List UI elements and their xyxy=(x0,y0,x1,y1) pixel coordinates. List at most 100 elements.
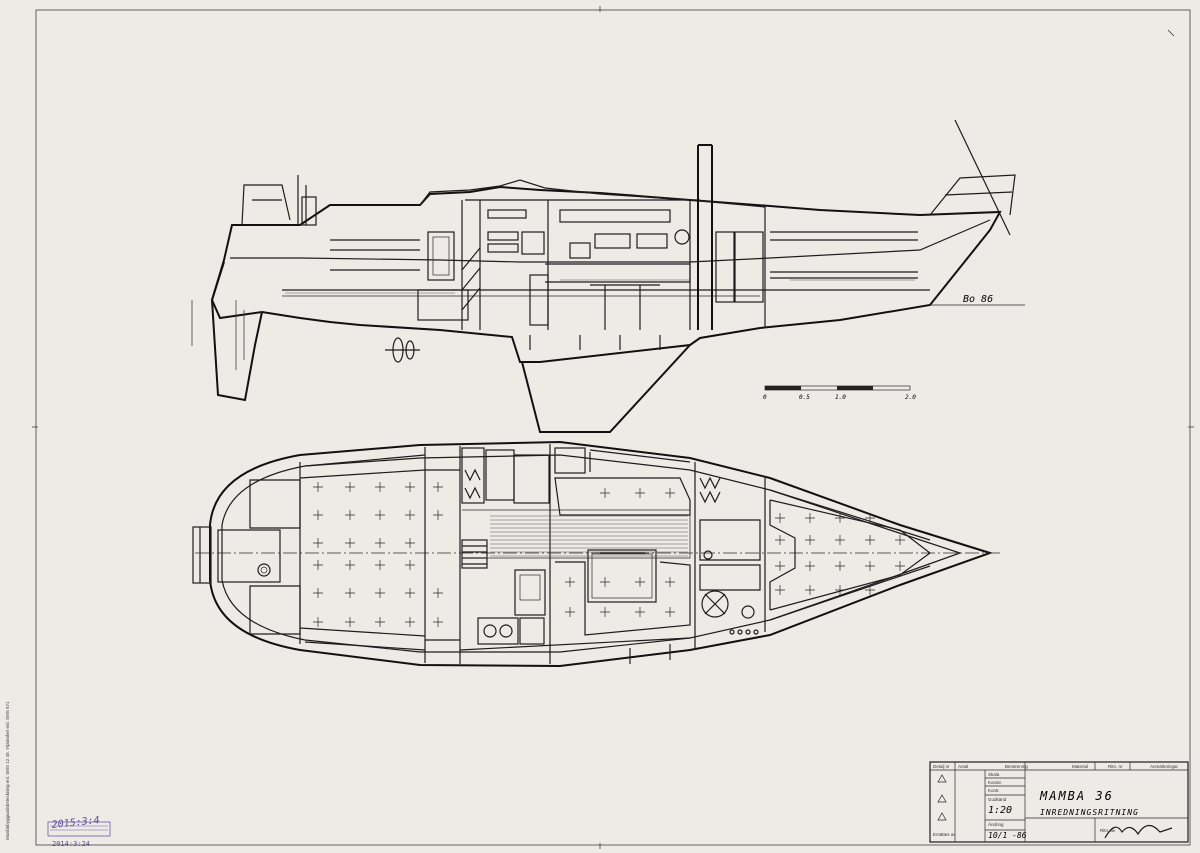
cushion-cross-mark xyxy=(775,585,785,595)
cushion-cross-mark xyxy=(865,561,875,571)
cushion-cross-mark xyxy=(313,617,323,627)
cushion-cross-mark xyxy=(835,535,845,545)
cushion-cross-mark xyxy=(405,482,415,492)
cushion-cross-mark xyxy=(805,585,815,595)
cushion-cross-mark xyxy=(805,561,815,571)
cushion-cross-mark xyxy=(375,560,385,570)
plan-bulkheads xyxy=(299,444,766,664)
cushion-cross-mark xyxy=(635,577,645,587)
tb-signature-label: Ritn. av xyxy=(1100,828,1116,833)
saloon-floor xyxy=(490,515,688,557)
stamp-box xyxy=(47,821,111,837)
tb-drawing-title: MAMBA 36 xyxy=(1039,789,1114,803)
scale-tick-0.5: 0.5 xyxy=(799,394,810,401)
cushion-hatching xyxy=(285,279,915,294)
cushion-cross-mark xyxy=(313,482,323,492)
scale-tick-0: 0 xyxy=(763,394,767,401)
cushion-cross-mark xyxy=(313,560,323,570)
cushion-cross-mark xyxy=(405,560,415,570)
cushion-cross-mark xyxy=(565,577,575,587)
scale-bar: 0 0.5 1.0 2.0 xyxy=(763,385,916,401)
cushion-cross-mark xyxy=(775,561,785,571)
tb-row-andring: Ändring xyxy=(988,821,1004,827)
cushion-cross-mark xyxy=(345,617,355,627)
cushion-cross-mark xyxy=(375,538,385,548)
cushion-cross-mark xyxy=(665,488,675,498)
cushion-cross-mark xyxy=(635,607,645,617)
cushion-cross-mark xyxy=(805,535,815,545)
scale-tick-1.0: 1.0 xyxy=(835,394,846,401)
cushion-cross-mark xyxy=(375,482,385,492)
cushion-cross-mark xyxy=(865,535,875,545)
cushion-cross-mark xyxy=(433,588,443,598)
v-berth xyxy=(769,489,932,621)
tb-header-detalj: Detalj nr xyxy=(933,764,950,769)
tb-drawing-subtitle: INREDNINGSRITNING xyxy=(1040,808,1139,817)
border-ticks xyxy=(32,6,1194,849)
cushion-cross-mark xyxy=(565,607,575,617)
profile-view: Bo 86 xyxy=(191,119,1025,433)
handwritten-number: 2015:3:4 xyxy=(51,815,100,831)
cushion-cross-mark xyxy=(345,482,355,492)
sheet-border xyxy=(35,9,1191,846)
scale-tick-2.0: 2.0 xyxy=(905,394,916,401)
companionway-ladder xyxy=(464,468,721,504)
saloon-elements xyxy=(461,447,691,645)
cushion-cross-mark xyxy=(835,513,845,523)
tb-warning-triangles xyxy=(937,774,947,821)
tb-row-konstr: Konstr. xyxy=(988,780,1002,785)
cushion-cross-mark xyxy=(345,588,355,598)
bow-pulpit xyxy=(929,119,1016,236)
tb-date-value: 10/1 -86 xyxy=(988,831,1027,840)
cushion-cross-mark xyxy=(600,488,610,498)
profile-interior xyxy=(330,200,918,350)
cushion-cross-mark xyxy=(405,617,415,627)
cushion-cross-mark xyxy=(345,560,355,570)
cushion-cross-mark xyxy=(895,561,905,571)
side-lockers xyxy=(304,449,691,664)
tb-row-ersattes: Ersättes av xyxy=(933,832,956,837)
cushion-cross-mark xyxy=(345,510,355,520)
cushion-cross-mark xyxy=(313,588,323,598)
forward-head xyxy=(699,519,761,635)
cushion-cross-mark xyxy=(375,617,385,627)
cushion-cross-mark xyxy=(375,510,385,520)
tb-row-kontr: Kontr. xyxy=(988,788,1000,793)
cushion-cross-mark xyxy=(405,538,415,548)
cushion-cross-mark xyxy=(405,510,415,520)
cushion-cross-mark xyxy=(665,607,675,617)
propeller xyxy=(385,337,420,363)
cushion-cross-mark xyxy=(375,588,385,598)
tb-scale-value: 1:20 xyxy=(988,805,1012,816)
tb-header-anmarkningar: Anmärkningar xyxy=(1150,764,1179,769)
tb-header-antal: Antal xyxy=(958,764,968,769)
cushion-cross-mark xyxy=(405,588,415,598)
cushion-cross-mark xyxy=(805,513,815,523)
mast xyxy=(697,144,713,330)
plan-view xyxy=(192,440,1000,668)
margin-note: Maskinbyggnadsbeteckning enl. SMS 12 40.… xyxy=(5,701,10,840)
tb-signature xyxy=(1104,824,1173,839)
cushion-cross-mark xyxy=(345,538,355,548)
cushion-cross-mark xyxy=(600,607,610,617)
tb-row-skala: Skala xyxy=(988,772,1000,777)
cushion-cross-mark xyxy=(895,535,905,545)
tb-header-ritn: Ritn. nr xyxy=(1108,764,1123,769)
profile-annotation: Bo 86 xyxy=(963,294,993,305)
cushion-cross-mark xyxy=(775,535,785,545)
title-block: Detalj nr Antal Benämning Material Ritn.… xyxy=(929,761,1189,843)
cushion-cross-mark xyxy=(635,488,645,498)
cushion-cross-mark xyxy=(600,577,610,587)
cushion-cross-mark xyxy=(313,538,323,548)
cushion-cross-mark xyxy=(665,577,675,587)
archive-stamps: 2015:3:4 2014:3:24 xyxy=(47,815,111,848)
archive-stamp-number: 2014:3:24 xyxy=(52,840,90,848)
cockpit xyxy=(217,479,301,635)
cushion-cross-mark xyxy=(835,561,845,571)
aft-berth-grid xyxy=(313,482,905,627)
tb-header-benamning: Benämning xyxy=(1005,764,1028,769)
stern-pulpit xyxy=(241,175,317,226)
cushion-cross-mark xyxy=(433,482,443,492)
